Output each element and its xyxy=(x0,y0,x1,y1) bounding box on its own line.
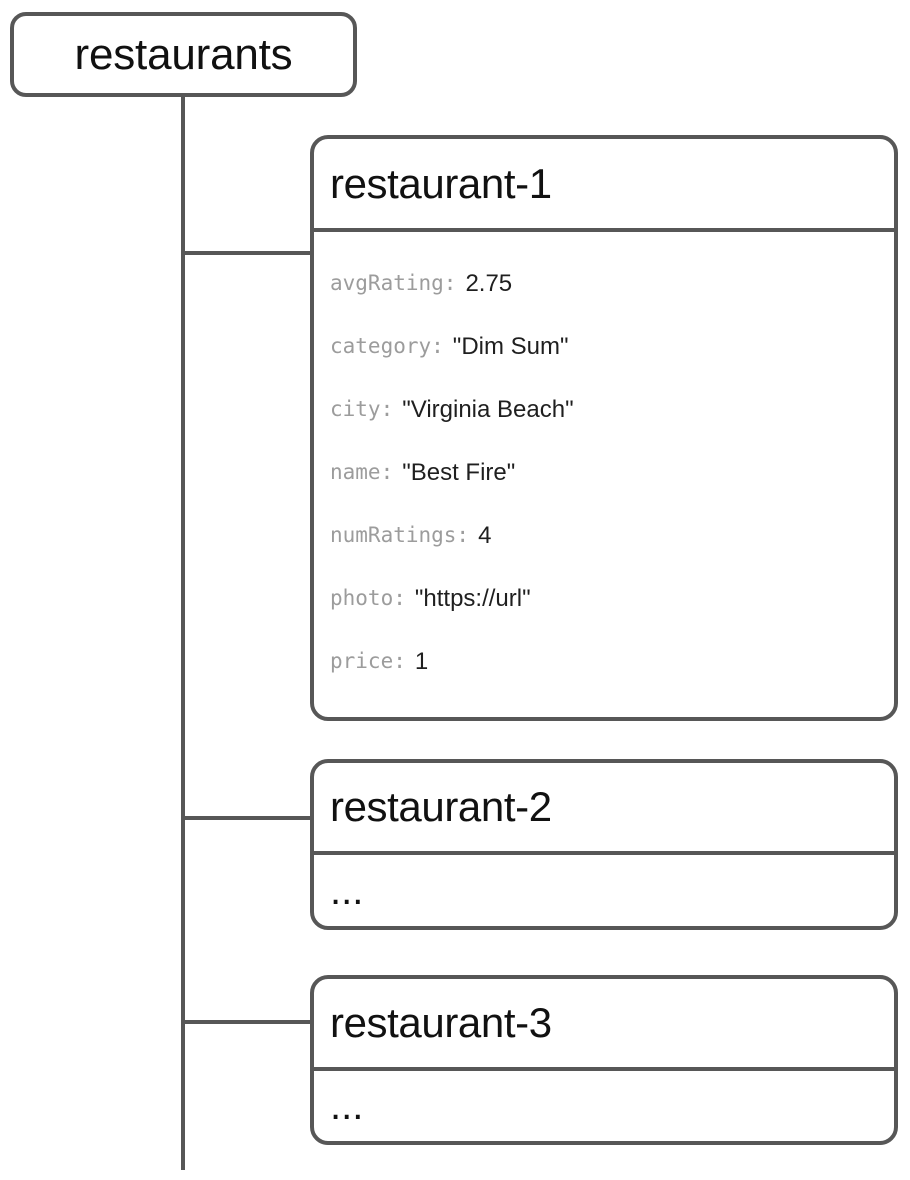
connector-trunk-vertical xyxy=(181,97,185,1170)
field-key: name: xyxy=(330,460,394,484)
connector-branch-restaurant-1 xyxy=(181,251,312,255)
field-key: avgRating: xyxy=(330,271,457,295)
document-card-restaurant-1[interactable]: restaurant-1 avgRating: 2.75 category: "… xyxy=(310,135,898,721)
document-title-restaurant-2: restaurant-2 xyxy=(330,783,552,830)
document-fields-placeholder: ... xyxy=(330,1084,364,1128)
field-key: numRatings: xyxy=(330,523,470,547)
field-row: numRatings: 4 xyxy=(330,504,878,567)
field-row: photo: "https://url" xyxy=(330,567,878,630)
field-row: ... xyxy=(330,855,878,912)
field-row: city: "Virginia Beach" xyxy=(330,378,878,441)
document-header-restaurant-1: restaurant-1 xyxy=(314,139,894,232)
document-fields-restaurant-3: ... xyxy=(314,1071,894,1141)
connector-branch-restaurant-2 xyxy=(181,816,312,820)
document-fields-restaurant-1: avgRating: 2.75 category: "Dim Sum" city… xyxy=(314,232,894,717)
field-value: 2.75 xyxy=(465,269,513,297)
document-fields-restaurant-2: ... xyxy=(314,855,894,926)
document-title-restaurant-3: restaurant-3 xyxy=(330,999,552,1046)
field-key: price: xyxy=(330,649,406,673)
collection-node-restaurants[interactable]: restaurants xyxy=(10,12,357,97)
document-fields-placeholder: ... xyxy=(330,868,364,913)
field-value: 1 xyxy=(414,647,429,675)
field-row: ... xyxy=(330,1071,878,1127)
field-value: "Virginia Beach" xyxy=(402,395,574,423)
field-value: "Best Fire" xyxy=(402,458,516,486)
field-value: "https://url" xyxy=(414,584,531,612)
document-header-restaurant-3: restaurant-3 xyxy=(314,979,894,1071)
field-key: category: xyxy=(330,334,444,358)
field-row: price: 1 xyxy=(330,630,878,693)
field-key: city: xyxy=(330,397,394,421)
collection-node-label: restaurants xyxy=(74,29,293,79)
field-row: avgRating: 2.75 xyxy=(330,252,878,315)
field-row: category: "Dim Sum" xyxy=(330,315,878,378)
field-row: name: "Best Fire" xyxy=(330,441,878,504)
document-card-restaurant-3[interactable]: restaurant-3 ... xyxy=(310,975,898,1145)
document-header-restaurant-2: restaurant-2 xyxy=(314,763,894,855)
document-title-restaurant-1: restaurant-1 xyxy=(330,159,552,207)
document-card-restaurant-2[interactable]: restaurant-2 ... xyxy=(310,759,898,930)
field-value: "Dim Sum" xyxy=(452,332,569,360)
field-key: photo: xyxy=(330,586,406,610)
connector-branch-restaurant-3 xyxy=(181,1020,312,1024)
field-value: 4 xyxy=(478,521,492,549)
